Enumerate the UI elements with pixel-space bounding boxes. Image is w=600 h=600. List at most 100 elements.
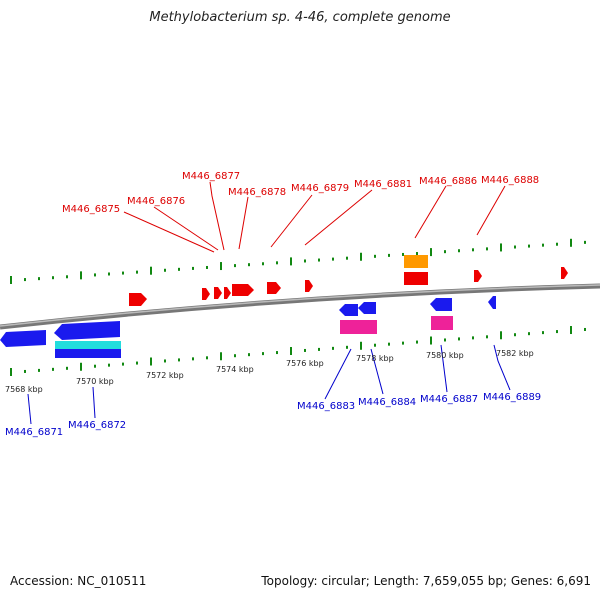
minor-tick [528, 332, 530, 336]
gene-label-m446-6872[interactable]: M446_6872 [68, 420, 126, 431]
gene-arrow[interactable] [0, 330, 46, 347]
minor-tick [94, 273, 96, 277]
minor-tick [514, 245, 516, 249]
gene-label-m446-6878[interactable]: M446_6878 [228, 187, 286, 198]
gene-arrow[interactable] [339, 304, 358, 316]
minor-tick [164, 359, 166, 363]
gene-label-m446-6871[interactable]: M446_6871 [5, 427, 63, 438]
minor-tick [402, 341, 404, 345]
gene-box[interactable] [55, 349, 121, 358]
label-leader [153, 206, 219, 251]
minor-tick [206, 356, 208, 360]
minor-tick [318, 347, 320, 351]
minor-tick [458, 249, 460, 253]
minor-tick [346, 345, 348, 349]
minor-tick [374, 343, 376, 347]
gene-label-m446-6879[interactable]: M446_6879 [291, 183, 349, 194]
gene-label-m446-6886[interactable]: M446_6886 [419, 176, 477, 187]
minor-tick [444, 250, 446, 254]
minor-tick [24, 369, 26, 373]
label-leader [476, 185, 506, 236]
major-tick [570, 238, 572, 247]
minor-tick [248, 263, 250, 267]
gene-label-m446-6887[interactable]: M446_6887 [420, 394, 478, 405]
minor-tick [178, 358, 180, 362]
minor-tick [304, 259, 306, 263]
minor-tick [262, 352, 264, 356]
major-tick [500, 243, 502, 252]
minor-tick [234, 354, 236, 358]
gene-arrow[interactable] [224, 287, 231, 299]
tick-label: 7574 kbp [216, 365, 254, 374]
major-tick [500, 331, 502, 340]
minor-tick [556, 330, 558, 334]
label-leader [370, 348, 384, 395]
tick-label: 7568 kbp [5, 385, 43, 394]
gene-label-m446-6876[interactable]: M446_6876 [127, 196, 185, 207]
minor-tick [472, 336, 474, 340]
gene-arrow[interactable] [129, 293, 147, 306]
minor-tick [66, 366, 68, 370]
gene-arrow[interactable] [358, 302, 376, 314]
gene-box[interactable] [55, 341, 121, 349]
gene-box[interactable] [340, 320, 377, 334]
major-tick [290, 257, 292, 266]
major-tick [80, 271, 82, 280]
major-tick [430, 336, 432, 345]
tick-label: 7582 kbp [496, 349, 534, 358]
tick-label: 7576 kbp [286, 359, 324, 368]
gene-label-m446-6889[interactable]: M446_6889 [483, 392, 541, 403]
major-tick [360, 341, 362, 350]
label-leader [304, 189, 373, 246]
gene-label-m446-6888[interactable]: M446_6888 [481, 175, 539, 186]
plus-gene-labels: M446_6875 M446_6876 M446_6877 M446_6878 … [62, 171, 539, 253]
gene-arrow[interactable] [54, 321, 120, 340]
genome-backbone-highlight [0, 284, 600, 327]
gene-arrow[interactable] [232, 284, 254, 296]
gene-box[interactable] [404, 272, 428, 285]
minor-tick [108, 363, 110, 367]
label-leader [270, 194, 313, 248]
upper-tick-track [10, 238, 586, 284]
minor-tick [318, 258, 320, 262]
major-tick [570, 326, 572, 335]
minor-tick [528, 244, 530, 248]
minor-tick [262, 262, 264, 266]
gene-arrow[interactable] [202, 288, 210, 300]
minor-tick [388, 342, 390, 346]
gene-arrow[interactable] [305, 280, 313, 292]
gene-label-m446-6875[interactable]: M446_6875 [62, 204, 120, 215]
major-tick [10, 368, 12, 376]
gene-box[interactable] [404, 255, 428, 268]
gene-box[interactable] [431, 316, 453, 330]
gene-label-m446-6881[interactable]: M446_6881 [354, 179, 412, 190]
minor-tick [94, 364, 96, 368]
minor-tick [122, 271, 124, 275]
gene-arrow[interactable] [561, 267, 568, 279]
tick-label: 7580 kbp [426, 351, 464, 360]
major-tick [290, 347, 292, 356]
gene-arrow[interactable] [488, 296, 496, 309]
label-leader [440, 344, 448, 393]
gene-arrow[interactable] [214, 287, 222, 299]
minor-tick [52, 367, 54, 371]
minor-tick [584, 327, 586, 331]
major-tick [150, 357, 152, 366]
accession-text: Accession: NC_010511 [10, 574, 147, 588]
kbp-tick-labels: 7568 kbp 7570 kbp 7572 kbp 7574 kbp 7576… [5, 349, 534, 394]
minor-tick [108, 272, 110, 276]
minor-tick [192, 357, 194, 361]
gene-label-m446-6884[interactable]: M446_6884 [358, 397, 416, 408]
label-leader [414, 185, 447, 239]
gene-arrow[interactable] [430, 298, 452, 311]
gene-arrow[interactable] [267, 282, 281, 294]
gene-label-m446-6877[interactable]: M446_6877 [182, 171, 240, 182]
major-tick [220, 262, 222, 271]
minor-tick [52, 276, 54, 280]
minor-tick [556, 242, 558, 246]
gene-label-m446-6883[interactable]: M446_6883 [297, 401, 355, 412]
minor-tick [276, 351, 278, 355]
minor-tick [122, 362, 124, 366]
gene-arrow[interactable] [474, 270, 482, 282]
tick-label: 7578 kbp [356, 354, 394, 363]
